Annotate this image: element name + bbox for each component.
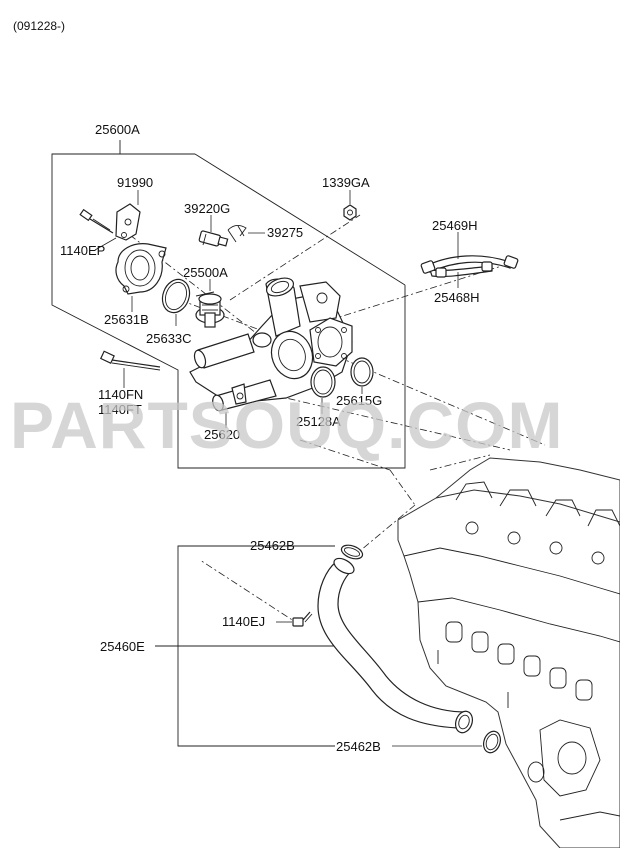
callout-sensor[interactable]: 39220G: [184, 201, 230, 216]
coolant-hose-part[interactable]: [317, 555, 475, 735]
callout-hose[interactable]: 25460E: [100, 639, 145, 654]
hose-bracket-frame: [155, 545, 358, 747]
callout-hose-clamp-top[interactable]: 25462B: [250, 538, 295, 553]
nut-part[interactable]: [343, 204, 357, 221]
callout-long-bolt-a[interactable]: 1140FN: [98, 387, 143, 402]
callout-oring[interactable]: 25128A: [296, 414, 341, 429]
temperature-sensor-part[interactable]: [198, 230, 229, 247]
serial-range-label: (091228-): [13, 19, 65, 33]
callout-clip[interactable]: 39275: [267, 225, 303, 240]
hose-clamp-top-part[interactable]: [340, 543, 365, 562]
hose-clamp-bottom-part[interactable]: [481, 729, 504, 755]
cover-gasket-part[interactable]: [158, 276, 194, 317]
assembly-frame: [51, 140, 406, 469]
hose-bolt-part[interactable]: [292, 611, 313, 627]
callout-housing-gasket[interactable]: 25615G: [336, 393, 382, 408]
bypass-hose-part[interactable]: [420, 255, 519, 278]
callout-long-bolt-b[interactable]: 1140FT: [98, 402, 142, 417]
long-bolt-part[interactable]: [99, 350, 161, 371]
thermostat-cover-part[interactable]: [115, 243, 167, 295]
callout-bracket[interactable]: 91990: [117, 175, 153, 190]
callout-hose-lower[interactable]: 25468H: [434, 290, 480, 305]
sensor-clip-part[interactable]: [227, 225, 247, 243]
housing-gasket-part[interactable]: [350, 357, 374, 387]
thermostat-housing-part[interactable]: [189, 275, 353, 412]
callout-hose-clamp-bottom[interactable]: 25462B: [336, 739, 381, 754]
callout-cover[interactable]: 25631B: [104, 312, 149, 327]
callout-hose-bolt[interactable]: 1140EJ: [222, 614, 265, 629]
callout-cover-gasket[interactable]: 25633C: [146, 331, 192, 346]
callout-thermostat[interactable]: 25500A: [183, 265, 228, 280]
callout-bracket-bolt[interactable]: 1140EP: [60, 243, 105, 258]
callout-pipe[interactable]: 25620: [204, 427, 240, 442]
callout-nut[interactable]: 1339GA: [322, 175, 370, 190]
watermark-text: PARTSOUQ.COM: [10, 388, 563, 462]
housing-oring-part[interactable]: [310, 366, 336, 398]
bracket-part[interactable]: [115, 203, 141, 241]
engine-block: [397, 457, 620, 848]
callout-hose-upper[interactable]: 25469H: [432, 218, 478, 233]
callout-assembly[interactable]: 25600A: [95, 122, 140, 137]
thermostat-part[interactable]: [195, 291, 225, 328]
bracket-bolt-part[interactable]: [79, 208, 114, 234]
